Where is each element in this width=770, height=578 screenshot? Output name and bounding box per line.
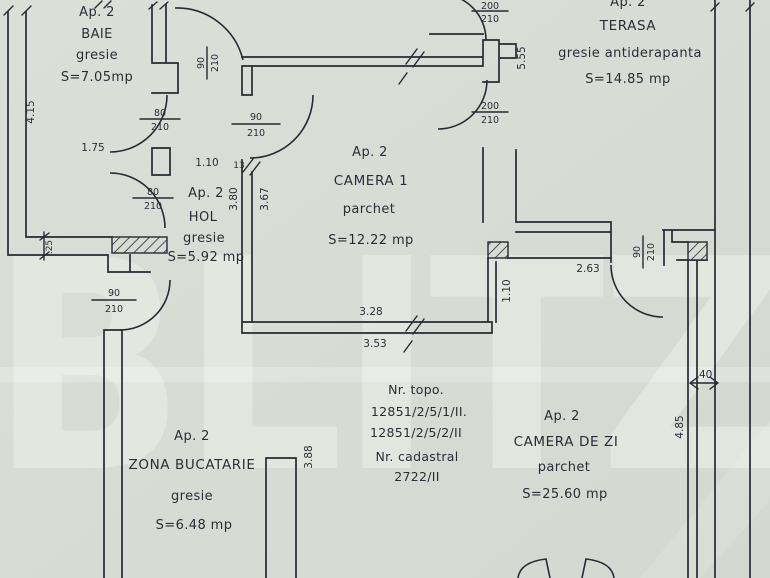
dim-left-wall: 4.15 (25, 100, 37, 123)
room-name: BAIE (81, 27, 112, 42)
room-area: S=25.60 mp (522, 487, 607, 502)
room-finish: parchet (538, 460, 591, 475)
door-dim-camera-de-zi: 90 210 (632, 235, 657, 269)
door-dim-terasa-1: 200 210 (471, 1, 509, 25)
tick-marks (3, 0, 755, 390)
dim-zi-right: 4.85 (674, 415, 686, 438)
scan-band-artifact (0, 367, 770, 382)
door-dim-hol: 80 210 (132, 187, 174, 212)
cadastral-label: Nr. cadastral (375, 449, 458, 464)
room-label-terasa: Ap. 2 TERASA gresie antiderapanta S=14.8… (558, 0, 702, 87)
door-height: 210 (144, 201, 162, 212)
hatched-column (487, 241, 509, 259)
door-width: 200 (481, 101, 499, 112)
room-area: S=7.05mp (61, 70, 133, 85)
door-height: 210 (481, 115, 499, 126)
door-dim-camera1: 90 210 (231, 112, 281, 139)
room-label-hol: Ap. 2 HOL gresie S=5.92 mp (168, 186, 245, 265)
door-dim-terasa-2: 200 210 (471, 101, 509, 126)
walls (7, 0, 751, 578)
dim-camera1-width-inner: 3.28 (359, 306, 382, 318)
room-name: TERASA (599, 18, 657, 34)
topo-label: Nr. topo. (388, 382, 444, 397)
door-width: 80 (154, 108, 166, 119)
room-name: ZONA BUCATARIE (129, 457, 256, 473)
door-height: 210 (105, 304, 123, 315)
room-finish: gresie antiderapanta (558, 46, 702, 61)
double-door-butterfly (517, 558, 615, 578)
door-width: 200 (481, 1, 499, 12)
room-finish: gresie (76, 48, 118, 63)
room-name: CAMERA 1 (334, 173, 409, 189)
dim-baie-width: 1.75 (81, 142, 104, 154)
dimension-ticks (3, 0, 755, 390)
room-apt: Ap. 2 (174, 429, 210, 444)
hatched-wall-section (111, 236, 168, 254)
cadastral-number: 2722/II (394, 469, 440, 484)
room-apt: Ap. 2 (544, 409, 580, 424)
door-width: 90 (632, 246, 643, 258)
dim-wall-13: 13 (233, 161, 244, 171)
cadastral-block: Nr. topo. 12851/2/5/1/II. 12851/2/5/2/II… (370, 382, 467, 484)
dim-corridor: 2.63 (576, 263, 599, 275)
door-width: 90 (250, 112, 262, 123)
room-finish: gresie (183, 231, 225, 246)
hatched-column (687, 241, 708, 261)
dim-camera1-right: 1.10 (501, 279, 513, 302)
room-label-baie: Ap. 2 BAIE gresie S=7.05mp (61, 5, 133, 85)
door-height: 210 (481, 14, 499, 25)
door-width: 90 (108, 288, 120, 299)
room-apt: Ap. 2 (188, 186, 224, 201)
dim-wall-25: .25 (45, 240, 55, 254)
dim-wall-40: .40 (696, 369, 713, 381)
dim-terasa-height: 5.55 (516, 46, 528, 69)
room-name: CAMERA DE ZI (514, 434, 619, 450)
dim-camera1-height-2: 3.67 (259, 187, 271, 210)
door-height: 210 (247, 128, 265, 139)
door-dim-kitchen: 90 210 (91, 288, 137, 315)
topo-number-1: 12851/2/5/1/II. (371, 404, 467, 419)
room-label-camera-de-zi: Ap. 2 CAMERA DE ZI parchet S=25.60 mp (514, 409, 619, 502)
door-arcs (109, 0, 664, 578)
room-label-bucatarie: Ap. 2 ZONA BUCATARIE gresie S=6.48 mp (129, 429, 256, 533)
dim-camera1-width-outer: 3.53 (363, 338, 386, 350)
door-width: 80 (147, 187, 159, 198)
room-labels: Ap. 2 BAIE gresie S=7.05mp Ap. 2 TERASA … (61, 0, 702, 533)
door-dim-baie: 80 210 (139, 108, 181, 133)
scan-streak-artifact (640, 420, 770, 578)
door-dim-top: 90 210 (196, 46, 221, 80)
room-name: HOL (189, 210, 218, 225)
dim-kitchen-wall: 3.88 (303, 445, 315, 468)
room-apt: Ap. 2 (352, 145, 388, 160)
door-dimensions: 90 210 80 210 90 210 80 210 90 210 200 2… (91, 1, 657, 315)
dim-hol-top: 1.10 (195, 157, 218, 169)
door-height: 210 (646, 243, 657, 261)
linear-dimensions: 4.15 1.75 1.10 13 3.80 3.67 5.55 3.28 3.… (25, 46, 712, 468)
room-finish: parchet (343, 202, 396, 217)
door-height: 210 (151, 122, 169, 133)
room-area: S=14.85 mp (585, 72, 670, 87)
room-apt: Ap. 2 (79, 5, 115, 20)
room-area: S=6.48 mp (156, 518, 233, 533)
door-swing-arcs (109, 0, 664, 331)
room-label-camera1: Ap. 2 CAMERA 1 parchet S=12.22 mp (328, 145, 413, 248)
dim-camera1-height-1: 3.80 (228, 187, 240, 210)
door-height: 210 (210, 54, 221, 72)
room-finish: gresie (171, 489, 213, 504)
room-apt: Ap. 2 (610, 0, 646, 10)
room-area: S=5.92 mp (168, 250, 245, 265)
topo-number-2: 12851/2/5/2/II (370, 425, 462, 440)
door-width: 90 (196, 57, 207, 69)
room-area: S=12.22 mp (328, 233, 413, 248)
